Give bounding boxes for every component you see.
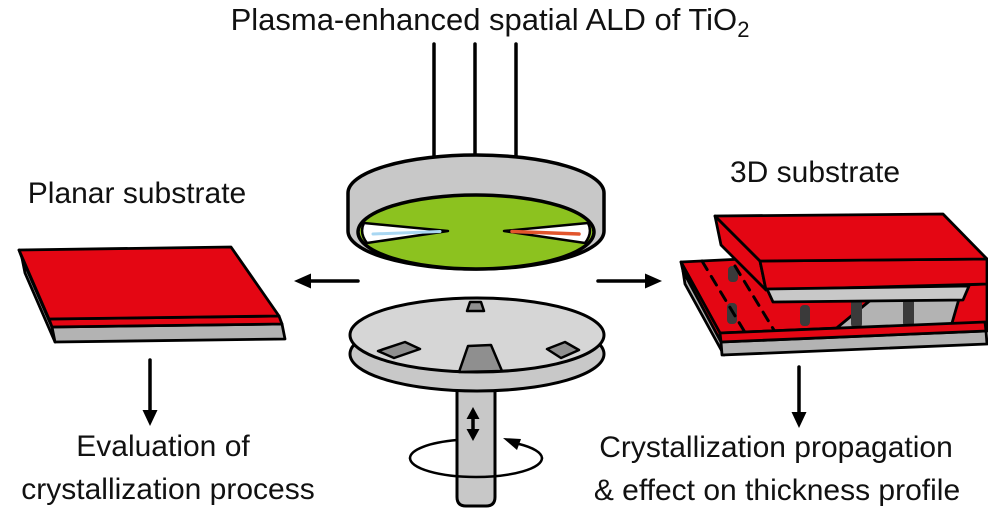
turntable: [348, 296, 606, 393]
rotation-arrow-head: [503, 438, 521, 450]
left-arrow-head: [294, 273, 311, 289]
three-d-caption-line1: Crystallization propagation: [599, 431, 953, 464]
three-d-substrate-group: 3D substrate Crystallization propagation…: [594, 156, 988, 507]
rotation-arc-back-right: [517, 442, 544, 460]
updown-arrow: [466, 407, 480, 441]
rotation-arc-front: [408, 456, 544, 479]
spacer-pillar-5: [903, 294, 914, 327]
down-arrow-left: [142, 358, 158, 426]
spacer-pillar-3: [800, 305, 810, 326]
down-arrow-left-head: [142, 410, 158, 426]
hidden-edge-dashed-1: [700, 259, 754, 346]
arrow-to-planar-substrate: [294, 273, 360, 289]
planar-caption-line1: Evaluation of: [76, 430, 250, 463]
arrow-to-3d-substrate: [596, 273, 662, 289]
down-arrow-right-head: [791, 412, 807, 428]
three-d-substrate-label: 3D substrate: [730, 156, 900, 189]
right-arrow-head: [645, 273, 662, 289]
spacer-pillar-4: [851, 295, 862, 328]
precursor-flow-blue: [371, 230, 442, 236]
substrate-pocket-far: [465, 300, 486, 313]
gas-feed-pipes: [432, 42, 518, 168]
substrate-pocket-left: [376, 340, 422, 360]
bottom-plate-front-film: [718, 320, 988, 344]
rotation-arrow: [408, 438, 544, 479]
rotation-shaft: [455, 370, 497, 508]
top-plate-top-face: [713, 212, 988, 263]
planar-substrate-group: Planar substrate Evaluation of crystalli…: [17, 177, 315, 506]
updown-arrow-head-bottom: [466, 429, 480, 441]
planar-film-top-face: [17, 245, 281, 321]
substrate-pocket-right: [545, 340, 581, 360]
injector-head: [346, 153, 606, 271]
spacer-pillar-1: [728, 266, 738, 282]
figure-title: Plasma-enhanced spatial ALD of TiO2: [231, 2, 750, 42]
gap-slot-strip: [765, 284, 971, 304]
figure-title-subscript: 2: [737, 17, 749, 42]
rotation-arc-back-left: [408, 438, 459, 460]
updown-arrow-head-top: [466, 407, 480, 419]
figure-title-main: Plasma-enhanced spatial ALD of TiO: [231, 2, 738, 37]
planar-caption-line2: crystallization process: [21, 473, 314, 506]
down-arrow-right: [791, 365, 807, 428]
precursor-flow-orange: [510, 229, 581, 236]
three-d-caption-line2: & effect on thickness profile: [594, 474, 960, 507]
substrate-pocket-near: [457, 343, 504, 374]
hidden-edge-dashed-2: [733, 264, 782, 342]
injector-head-face: [356, 193, 596, 271]
planar-substrate-label: Planar substrate: [28, 177, 246, 210]
